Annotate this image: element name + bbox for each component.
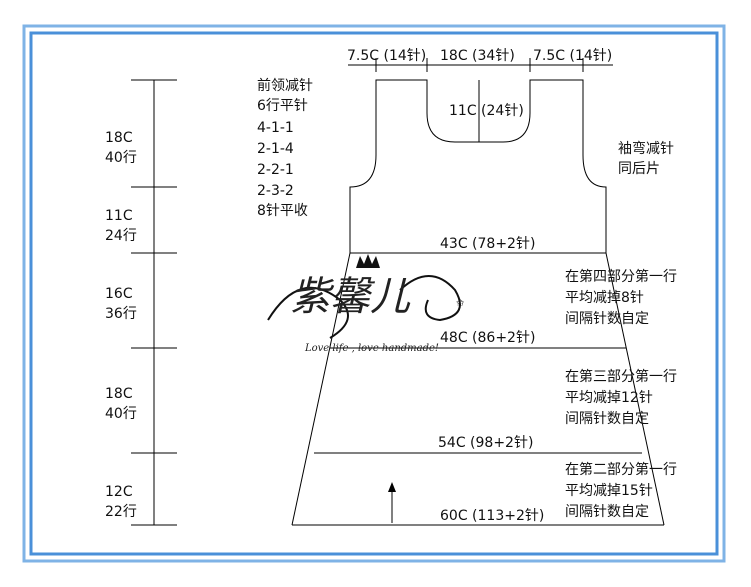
skirt-right-side <box>605 252 665 526</box>
side-scale-labels: 18C 40行 11C 24行 16C 36行 18C 40行 12C 22行 <box>105 130 137 520</box>
width-label-60: 60C (113+2针) <box>440 508 544 524</box>
scale-cm-1: 18C <box>105 130 133 146</box>
watermark-tagline: Love life , love handmade! <box>304 343 439 354</box>
section4-note-line: 在第四部分第一行 <box>565 268 677 285</box>
neck-width: 18C (34针) <box>440 48 515 64</box>
width-label-43: 43C (78+2针) <box>440 236 535 252</box>
left-shoulder-width: 7.5C (14针) <box>347 48 426 64</box>
neck-depth-label: 11C (24针) <box>449 103 524 119</box>
scale-rows-2: 24行 <box>105 228 137 244</box>
width-label-48: 48C (86+2针) <box>440 330 535 346</box>
neck-shaping-line: 6行平针 <box>257 98 308 114</box>
scale-cm-3: 16C <box>105 286 133 302</box>
neck-shaping-title: 前领减针 <box>257 77 313 94</box>
armhole-note-line: 同后片 <box>618 161 660 177</box>
neck-shaping-line: 2-3-2 <box>257 183 294 199</box>
neck-shaping-line: 8针平收 <box>257 203 308 219</box>
armhole-note-line: 袖弯减针 <box>618 140 674 157</box>
section2-note-line: 平均减掉15针 <box>565 483 653 499</box>
section4-note: 在第四部分第一行 平均减掉8针 间隔针数自定 <box>565 268 677 327</box>
right-shoulder-width: 7.5C (14针) <box>533 48 612 64</box>
neck-shaping-notes: 前领减针 6行平针 4-1-1 2-1-4 2-2-1 2-3-2 8针平收 <box>257 77 313 219</box>
section2-note-line: 间隔针数自定 <box>565 504 649 520</box>
section4-note-line: 间隔针数自定 <box>565 311 649 327</box>
width-label-54: 54C (98+2针) <box>438 435 533 451</box>
watermark-logo: 紫馨儿 Love life , love handmade! ✩ <box>267 254 465 354</box>
inner-frame <box>29 31 719 556</box>
scale-cm-5: 12C <box>105 484 133 500</box>
scale-rows-1: 40行 <box>105 150 137 166</box>
garment-yoke-outline <box>349 79 607 254</box>
section3-note-line: 在第三部分第一行 <box>565 368 677 385</box>
scale-rows-4: 40行 <box>105 406 137 422</box>
arrow-head <box>388 482 396 492</box>
section2-note-line: 在第二部分第一行 <box>565 461 677 478</box>
side-scale <box>131 79 177 526</box>
neck-shaping-line: 4-1-1 <box>257 120 294 136</box>
scale-rows-5: 22行 <box>105 504 137 520</box>
section3-note: 在第三部分第一行 平均减掉12针 间隔针数自定 <box>565 368 677 427</box>
garment-skirt <box>291 252 665 526</box>
crown-icon <box>356 254 380 268</box>
scale-cm-2: 11C <box>105 208 133 224</box>
watermark-script: 紫馨儿 <box>290 274 411 320</box>
skirt-left-side <box>291 252 351 526</box>
outer-frame <box>22 24 726 563</box>
section3-note-line: 间隔针数自定 <box>565 411 649 427</box>
star-icon: ✩ <box>456 298 465 309</box>
scale-cm-4: 18C <box>105 386 133 402</box>
neck-shaping-line: 2-2-1 <box>257 162 294 178</box>
neck-shaping-line: 2-1-4 <box>257 141 294 157</box>
section3-note-line: 平均减掉12针 <box>565 390 653 406</box>
watermark-swirl <box>267 275 461 339</box>
scale-rows-3: 36行 <box>105 306 137 322</box>
section2-note: 在第二部分第一行 平均减掉15针 间隔针数自定 <box>565 461 677 520</box>
section4-note-line: 平均减掉8针 <box>565 290 644 306</box>
top-dimension <box>348 58 613 72</box>
